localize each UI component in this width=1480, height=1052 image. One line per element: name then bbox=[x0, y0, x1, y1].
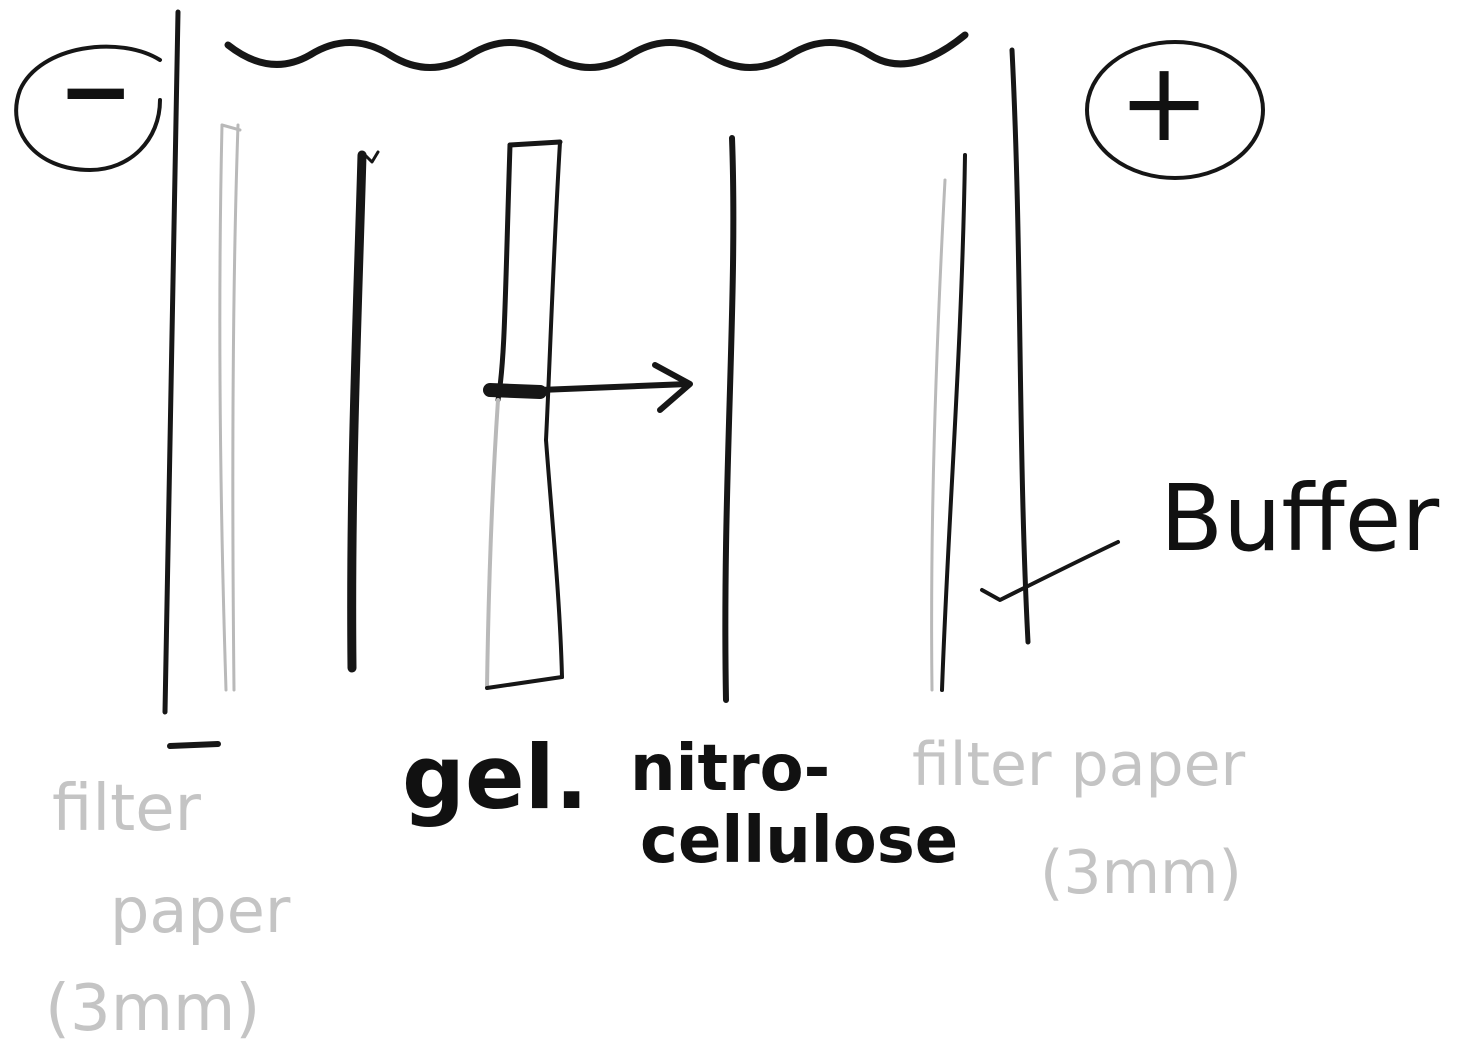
negative-electrode: − bbox=[14, 39, 162, 172]
transfer-arrow bbox=[537, 362, 693, 413]
label-nitrocellulose-line2: cellulose bbox=[640, 804, 958, 878]
left-tank-wall bbox=[162, 9, 181, 715]
filter-paper-left bbox=[218, 123, 242, 692]
label-nitrocellulose-line1: nitro- bbox=[630, 732, 830, 806]
label-filter-paper-right-line1: filter paper bbox=[912, 730, 1245, 800]
gel-slab bbox=[483, 139, 564, 690]
label-buffer: Buffer bbox=[1160, 465, 1439, 572]
nitrocellulose-membrane bbox=[722, 135, 737, 703]
buffer-pointer bbox=[980, 540, 1120, 602]
label-filter-paper-left-line2: paper bbox=[110, 874, 291, 947]
buffer-surface bbox=[224, 31, 969, 71]
right-tank-wall bbox=[1009, 47, 1031, 645]
positive-electrode-label: + bbox=[1118, 38, 1210, 166]
filter-paper-right bbox=[930, 153, 967, 692]
sponge-pad bbox=[347, 150, 367, 673]
positive-electrode: + bbox=[1085, 38, 1265, 180]
label-dash-left bbox=[167, 741, 221, 749]
protein-band bbox=[483, 383, 547, 399]
sponge-tip bbox=[363, 150, 380, 164]
label-filter-paper-left-line1: filter bbox=[52, 772, 202, 846]
label-filter-paper-right-line2: (3mm) bbox=[1040, 838, 1242, 908]
negative-electrode-label: − bbox=[58, 39, 133, 144]
label-filter-paper-left-line3: (3mm) bbox=[45, 972, 260, 1046]
label-gel: gel. bbox=[402, 726, 588, 829]
